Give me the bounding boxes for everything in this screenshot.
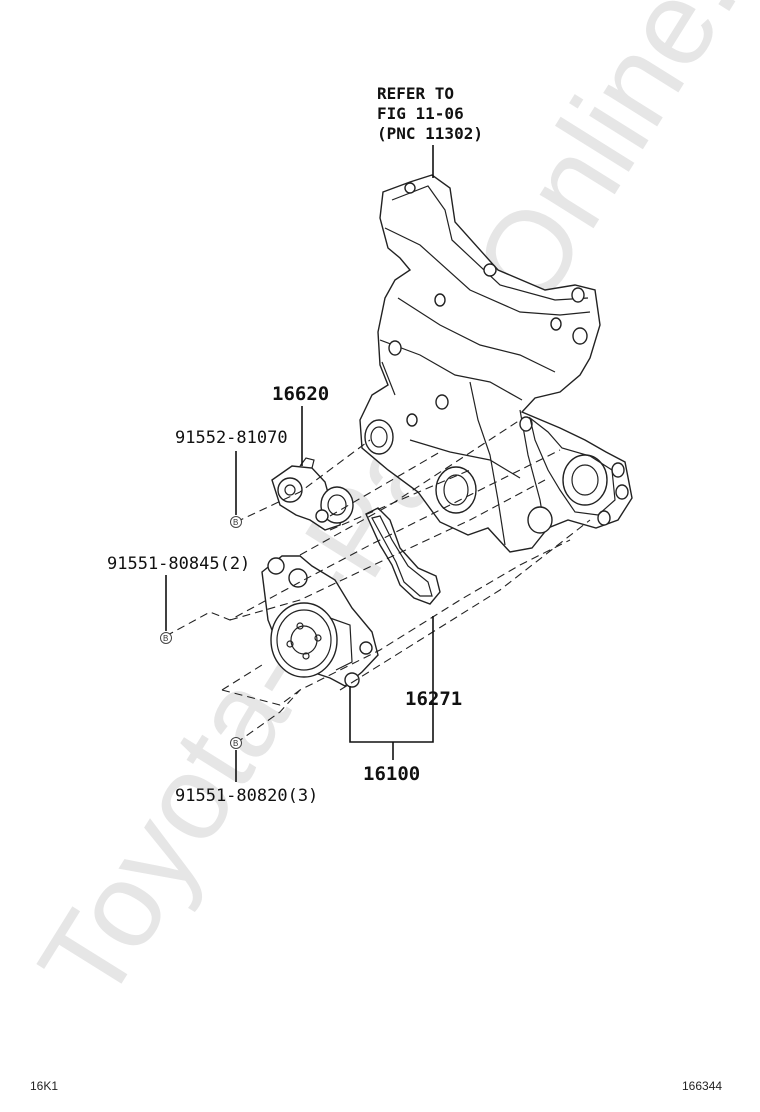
bolt-marker-pump-lower: B xyxy=(230,737,242,749)
watermark: Toyota-a-Parts-Online.ru xyxy=(13,0,760,1024)
callout-91552-81070[interactable]: 91552-81070 xyxy=(175,428,288,448)
water-pump-assembly xyxy=(261,555,379,688)
footer-group-code: 16K1 xyxy=(30,1079,58,1093)
note-line-1: REFER TO xyxy=(377,84,454,103)
svg-text:B: B xyxy=(163,634,168,643)
bolt-marker-pump-upper: B xyxy=(160,632,172,644)
callout-16620[interactable]: 16620 xyxy=(272,383,329,405)
timing-chain-cover xyxy=(359,174,633,553)
callout-16100[interactable]: 16100 xyxy=(363,763,420,785)
callout-91551-80845[interactable]: 91551-80845(2) xyxy=(107,554,250,574)
callout-16271[interactable]: 16271 xyxy=(405,688,462,710)
leader-lines xyxy=(165,145,434,782)
footer-illustration-number: 166344 xyxy=(682,1079,722,1093)
alignment-lines xyxy=(165,419,591,744)
bolt-marker-tensioner: B xyxy=(230,516,242,528)
callout-91551-80820[interactable]: 91551-80820(3) xyxy=(175,786,318,806)
svg-text:B: B xyxy=(233,739,238,748)
v-ribbed-belt-tensioner xyxy=(271,457,354,531)
note-line-3: (PNC 11302) xyxy=(377,124,483,143)
water-pump-gasket xyxy=(365,507,441,605)
note-line-2: FIG 11-06 xyxy=(377,104,464,123)
svg-text:B: B xyxy=(233,518,238,527)
